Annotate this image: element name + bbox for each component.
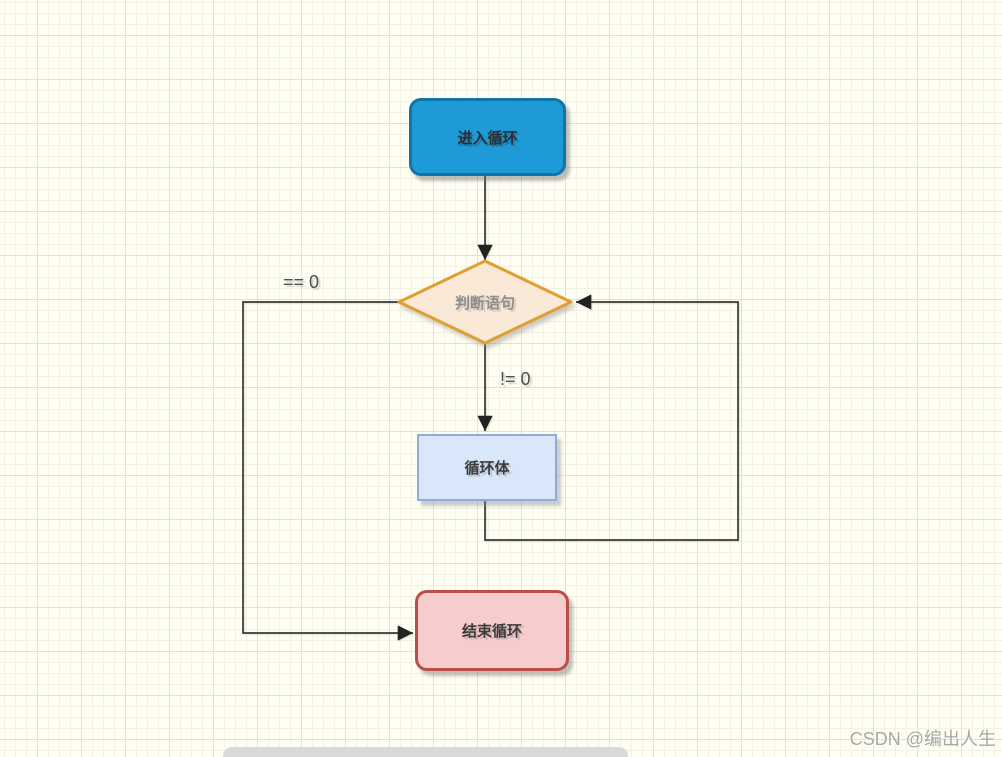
- node-end-label: 结束循环: [461, 623, 522, 640]
- decision-diamond-polygon: [397, 259, 573, 345]
- edge-label-ne-zero: != 0: [500, 369, 531, 389]
- watermark-text: CSDN @编出人生: [849, 729, 996, 749]
- edge-label-eq-zero: == 0: [283, 272, 320, 292]
- node-decision-label: 判断语句: [454, 294, 515, 312]
- node-decision: 判断语句: [395, 258, 575, 346]
- edge-decision-to-end: [242, 301, 413, 641]
- edge-loopbody-to-decision: [484, 294, 739, 541]
- bottom-toolbar-edge[interactable]: [223, 747, 628, 757]
- node-loop-body-label: 循环体: [464, 460, 510, 477]
- node-loop-body: 循环体: [417, 434, 557, 501]
- node-start-label: 进入循环: [457, 129, 518, 147]
- node-start: 进入循环: [409, 98, 566, 176]
- node-end: 结束循环: [415, 590, 569, 671]
- decision-diamond-shape: [397, 259, 573, 345]
